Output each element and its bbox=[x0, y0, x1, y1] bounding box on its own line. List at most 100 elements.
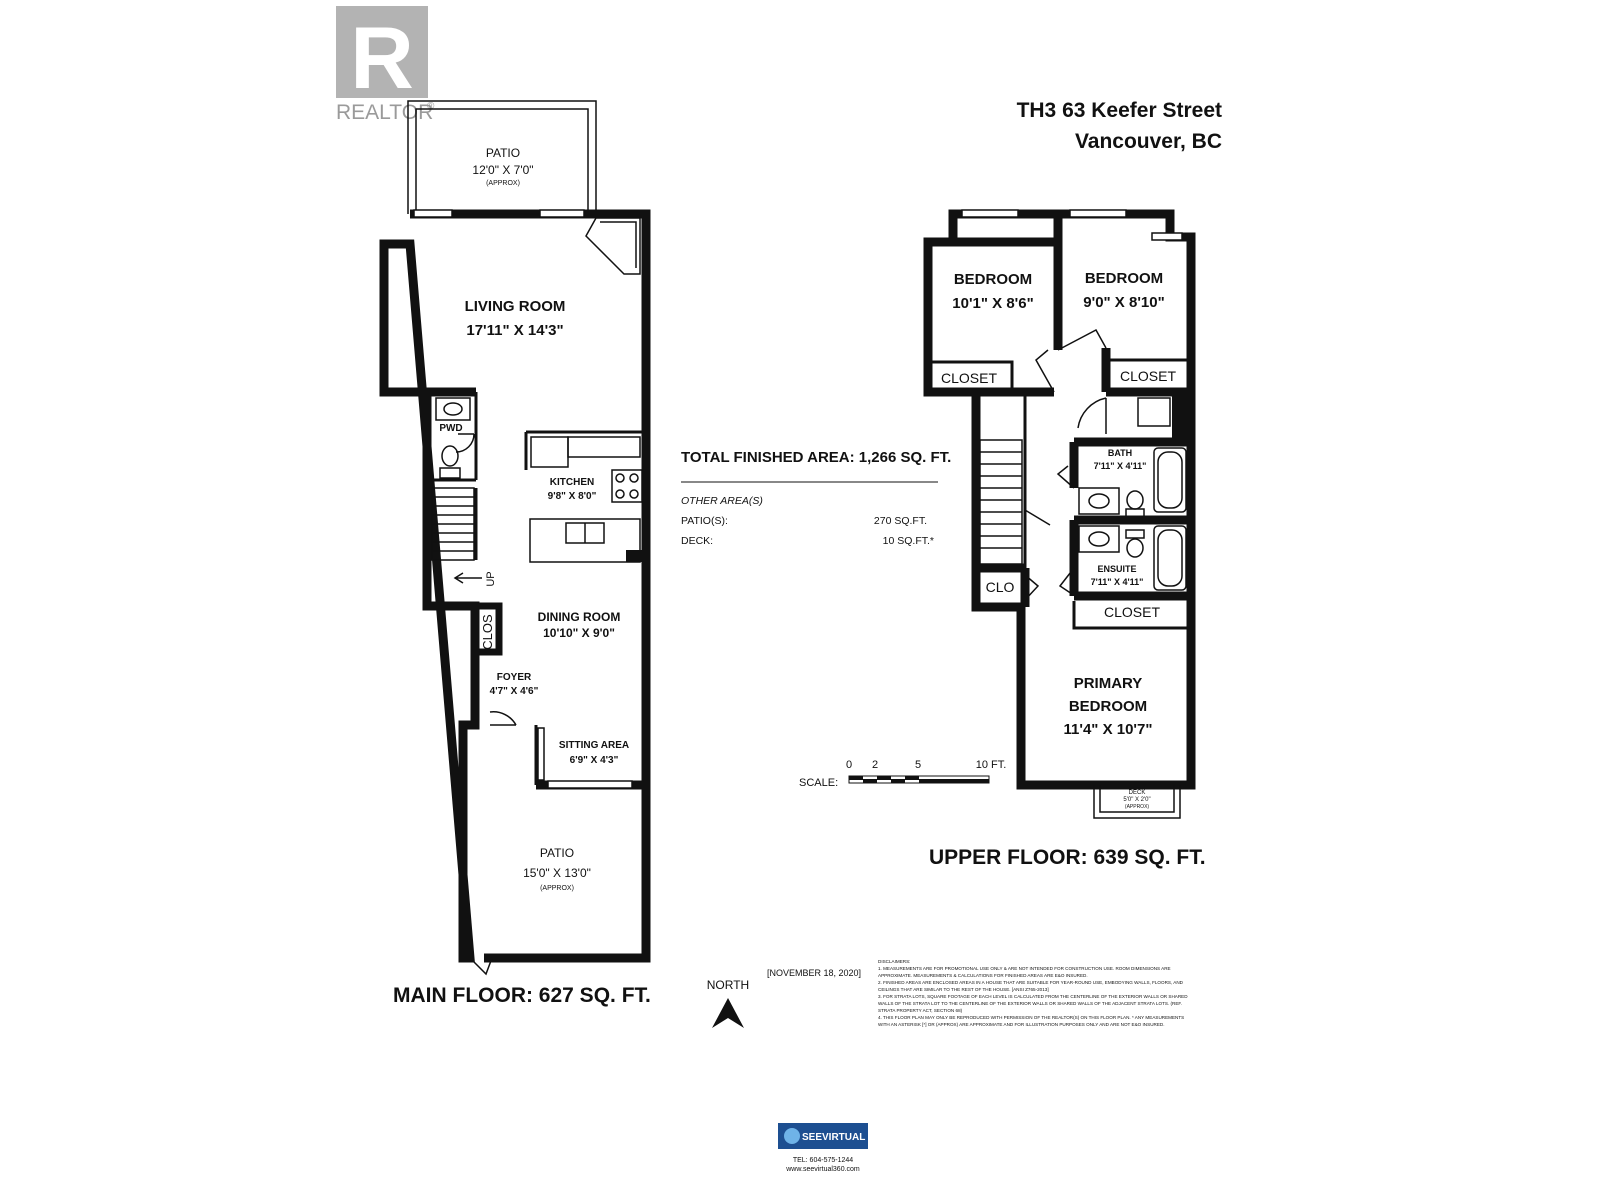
window bbox=[1069, 209, 1127, 218]
footer-tel: TEL: 604-575-1244 bbox=[793, 1157, 853, 1164]
stove bbox=[611, 469, 643, 503]
pwd-toilet bbox=[441, 445, 459, 467]
column bbox=[1172, 392, 1188, 438]
room-dims: 17'11" X 14'3" bbox=[466, 322, 563, 339]
pwd-sink bbox=[443, 402, 463, 416]
other-area-value: 10 SQ.FT.* bbox=[883, 535, 934, 547]
seevirtual-brand: SEEVIRTUAL bbox=[802, 1132, 865, 1143]
disclaimer-line: CEILINGS THAT ARE SIMILAR TO THE REST OF… bbox=[878, 987, 1049, 992]
kitchen-counter bbox=[567, 436, 641, 458]
pwd-toilet-tank bbox=[439, 467, 461, 479]
bathtub bbox=[1153, 525, 1187, 591]
patio-gate bbox=[469, 957, 493, 976]
disclaimer-line: STRATA PROPERTY ACT, SECTION 68) bbox=[878, 1008, 963, 1013]
room-dims: 9'8" X 8'0" bbox=[548, 491, 597, 502]
room-name: PATIO bbox=[486, 146, 520, 160]
upper-stairs bbox=[979, 392, 1051, 568]
scale-tick-label: 5 bbox=[915, 759, 921, 771]
room-name: DECK bbox=[1129, 790, 1146, 796]
seevirtual-logo: SEEVIRTUAL bbox=[778, 1123, 868, 1149]
disclaimer-heading: DISCLAIMERS: bbox=[878, 959, 910, 964]
window bbox=[1151, 232, 1183, 241]
room-name: LIVING ROOM bbox=[465, 298, 566, 315]
room-dims: 7'11" X 4'11" bbox=[1091, 577, 1144, 587]
room-name: BEDROOM bbox=[954, 271, 1032, 288]
top-patio-inner-outline bbox=[415, 108, 589, 214]
other-areas-heading: OTHER AREA(S) bbox=[681, 495, 763, 507]
bathtub bbox=[1153, 447, 1187, 513]
entry-door bbox=[489, 711, 517, 726]
room-dims: 9'0" X 8'10" bbox=[1083, 294, 1164, 311]
door bbox=[1056, 465, 1075, 489]
room-name: CLO bbox=[986, 579, 1015, 595]
disclaimers: DISCLAIMERS: 1. MEASUREMENTS ARE FOR PRO… bbox=[878, 959, 1188, 1027]
disclaimer-line: 2. FINISHED AREAS ARE ENCLOSED AREAS IN … bbox=[878, 980, 1184, 985]
door bbox=[1057, 328, 1107, 351]
fireplace bbox=[585, 217, 641, 275]
toilet bbox=[1126, 490, 1144, 510]
room-name-line2: BEDROOM bbox=[1069, 698, 1147, 715]
room-name: CLOSET bbox=[1120, 368, 1176, 384]
burner bbox=[629, 489, 639, 499]
total-finished-area: TOTAL FINISHED AREA: 1,266 SQ. FT. bbox=[681, 449, 951, 466]
realtor-logo-mark: ® bbox=[427, 101, 435, 112]
window bbox=[547, 780, 633, 789]
disclaimer-line: 3. FOR STRATA LOTS, SQUARE FOOTAGE OF EA… bbox=[878, 994, 1188, 999]
room-dims: 10'10" X 9'0" bbox=[543, 626, 615, 640]
room-name: PWD bbox=[439, 423, 462, 434]
room-name: PATIO bbox=[540, 846, 574, 860]
closet-wall bbox=[1072, 601, 1191, 630]
scale-tick-label: 0 bbox=[846, 759, 852, 771]
realtor-logo-letter: R bbox=[350, 8, 414, 107]
bathtub-inner bbox=[1157, 451, 1183, 509]
burner bbox=[615, 473, 625, 483]
room-name: CLOSET bbox=[941, 370, 997, 386]
toilet-tank bbox=[1125, 529, 1145, 539]
room-dims: 12'0" X 7'0" bbox=[472, 163, 533, 177]
vanity bbox=[1078, 525, 1120, 553]
door bbox=[1035, 349, 1055, 393]
realtor-logo: R REALTOR ® bbox=[336, 6, 435, 124]
window bbox=[537, 727, 545, 781]
room-name: ENSUITE bbox=[1097, 564, 1136, 574]
address-line-2: Vancouver, BC bbox=[1075, 130, 1222, 153]
room-dims: 5'0" X 2'0" bbox=[1123, 797, 1150, 803]
room-dims: 4'7" X 4'6" bbox=[490, 686, 539, 697]
upper-floor-plan bbox=[923, 209, 1196, 819]
column bbox=[626, 550, 642, 562]
disclaimer-line: WALLS OF THE STRATA LOT TO THE CENTERLIN… bbox=[878, 1001, 1182, 1006]
deck-outline bbox=[1093, 785, 1181, 819]
pwd-sink-counter bbox=[435, 397, 471, 421]
main-stairs bbox=[431, 487, 478, 561]
scale-bar: 0 2 5 10 FT. SCALE: bbox=[799, 759, 1006, 789]
room-dims: 11'4" X 10'7" bbox=[1064, 721, 1153, 738]
disclaimer-line: WITH AN ASTERISK [*] OR (APPROX) ARE APP… bbox=[878, 1022, 1165, 1027]
door bbox=[1024, 574, 1040, 601]
room-name: SITTING AREA bbox=[559, 740, 629, 751]
north-label: NORTH bbox=[707, 978, 749, 992]
toilet bbox=[1126, 538, 1144, 558]
room-dims: 15'0" X 13'0" bbox=[523, 866, 591, 880]
room-name: UP bbox=[485, 571, 497, 586]
room-dims: 6'9" X 4'3" bbox=[570, 755, 619, 766]
main-floor-plan bbox=[379, 100, 651, 976]
sink bbox=[1088, 531, 1110, 547]
other-area-value: 270 SQ.FT. bbox=[874, 515, 927, 527]
other-area-label: DECK: bbox=[681, 535, 713, 547]
scale-tick-label: 10 FT. bbox=[976, 759, 1007, 771]
closet-wall bbox=[928, 360, 1014, 392]
room-note: (APPROX) bbox=[540, 885, 574, 892]
room-name: KITCHEN bbox=[550, 477, 594, 488]
linen-cabinet bbox=[1137, 397, 1171, 427]
window bbox=[961, 209, 1019, 218]
room-dims: 10'1" X 8'6" bbox=[952, 295, 1033, 312]
vanity bbox=[1078, 487, 1120, 515]
window bbox=[539, 209, 585, 218]
realtor-logo-text: REALTOR bbox=[336, 101, 433, 124]
scale-tick-label: 2 bbox=[872, 759, 878, 771]
bathtub-inner bbox=[1157, 529, 1183, 587]
plan-date: [NOVEMBER 18, 2020] bbox=[767, 968, 861, 978]
burner bbox=[615, 489, 625, 499]
disclaimer-line: 1. MEASUREMENTS ARE FOR PROMOTIONAL USE … bbox=[878, 966, 1171, 971]
